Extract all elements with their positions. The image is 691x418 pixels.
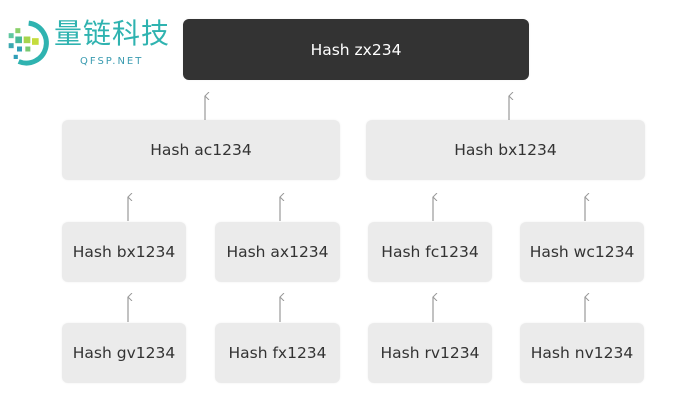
node-label: Hash fc1234 [381,243,479,261]
node-label: Hash wc1234 [529,243,635,261]
node-label: Hash bx1234 [454,141,557,159]
leaf-node: Hash fx1234 [215,323,340,383]
watermark-logo-icon [8,20,49,66]
node-label: Hash fx1234 [228,344,327,362]
level2-node: Hash ax1234 [215,222,340,282]
node-label: Hash zx234 [310,40,402,59]
watermark-text: 量链科技 [54,17,171,50]
leaf-node: Hash gv1234 [62,323,186,383]
level2-node: Hash wc1234 [520,222,644,282]
node-label: Hash bx1234 [72,243,176,261]
level2-node: Hash bx1234 [62,222,186,282]
level2-node: Hash fc1234 [368,222,492,282]
level1-node: Hash bx1234 [366,120,645,180]
root-hash-node: Hash zx234 [183,19,529,80]
leaf-node: Hash nv1234 [520,323,644,383]
node-label: Hash rv1234 [380,344,480,362]
watermark-subtext: QFSP.NET [80,56,144,67]
node-label: Hash ac1234 [150,141,252,159]
node-label: Hash nv1234 [530,344,634,362]
level1-node: Hash ac1234 [62,120,340,180]
node-label: Hash gv1234 [72,344,176,362]
watermark-logo: 量链科技 QFSP.NET [2,14,178,76]
node-label: Hash ax1234 [226,243,329,261]
leaf-node: Hash rv1234 [368,323,492,383]
